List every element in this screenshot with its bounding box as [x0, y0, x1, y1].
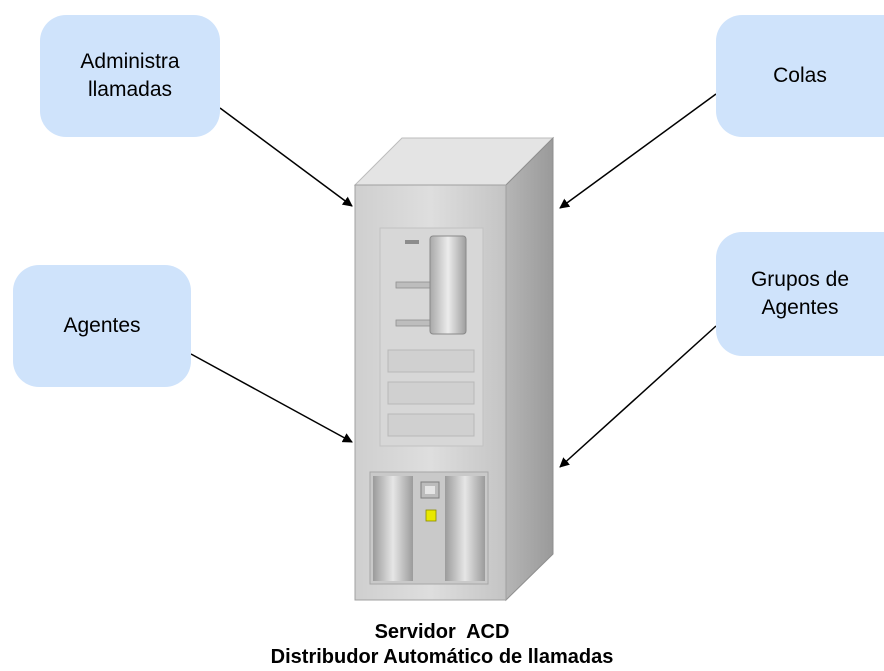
node-colas-label: Colas — [773, 64, 827, 87]
drive-bay-1 — [387, 349, 475, 373]
drive-bay-2 — [387, 381, 475, 405]
server-side — [505, 136, 554, 602]
lower-bay-left — [373, 476, 413, 581]
drive-slot-1 — [395, 281, 433, 289]
node-administra-llamadas: Administra llamadas — [40, 15, 220, 137]
node-grupos-de-agentes: Grupos de Agentes — [716, 232, 884, 356]
node-administra-line-2: llamadas — [87, 78, 173, 101]
server-handle — [429, 235, 467, 335]
lower-bay-right — [445, 476, 485, 581]
server-tower-icon — [353, 136, 555, 602]
node-colas: Colas — [716, 15, 884, 137]
arrow-agentes — [190, 353, 353, 443]
connector-arrows — [190, 93, 717, 468]
caption-subtitle: Distribudor Automático de llamadas — [270, 646, 614, 668]
drive-bay-3 — [387, 413, 475, 437]
arrow-grupos — [559, 325, 717, 468]
arrow-administra — [219, 107, 353, 207]
node-grupos-line-2: Agentes — [761, 296, 839, 319]
drive-slot-2 — [395, 319, 433, 327]
node-agentes-label: Agentes — [63, 314, 141, 337]
caption-title: Servidor ACD — [374, 621, 510, 643]
power-led — [425, 509, 437, 522]
reset-button-inner — [425, 486, 435, 494]
power-slot — [405, 240, 419, 244]
arrow-colas — [559, 93, 717, 209]
node-grupos-line-1: Grupos de — [750, 268, 850, 291]
node-agentes: Agentes — [13, 265, 191, 387]
node-administra-line-1: Administra — [80, 50, 180, 73]
